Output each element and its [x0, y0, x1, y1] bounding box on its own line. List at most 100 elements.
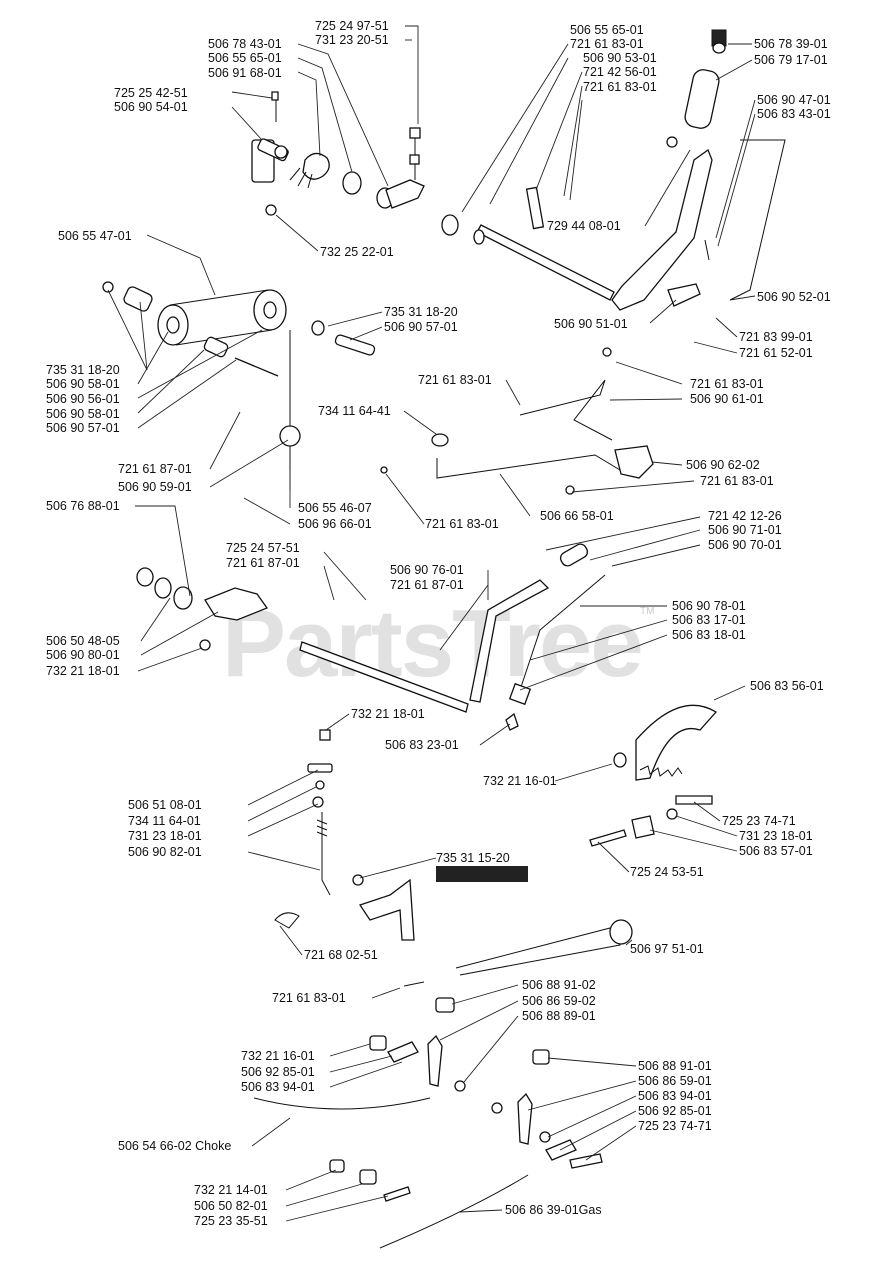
part-label: 721 61 83-01	[700, 474, 774, 488]
part-label: 506 83 57-01	[739, 844, 813, 858]
part-label: 506 90 47-01	[757, 93, 831, 107]
part-label: 506 83 43-01	[757, 107, 831, 121]
part-labels: 725 24 97-51 731 23 20-51 506 78 43-01 5…	[46, 19, 831, 1228]
sector-gear	[635, 704, 718, 781]
part-label: 506 91 68-01	[208, 66, 282, 80]
part-label: 506 66 58-01	[540, 509, 614, 523]
part-label: 506 83 23-01	[385, 738, 459, 752]
part-label: 506 88 89-01	[522, 1009, 596, 1023]
shaft	[476, 224, 615, 301]
part-label: 725 25 42-51	[114, 86, 188, 100]
part-label: 732 25 22-01	[320, 245, 394, 259]
part-label: 721 61 83-01	[418, 373, 492, 387]
part-label: 506 90 56-01	[46, 392, 120, 406]
part-label: 506 86 59-02	[522, 994, 596, 1008]
part-label: 506 90 51-01	[554, 317, 628, 331]
bracket-15	[358, 878, 415, 941]
part-label: 506 50 82-01	[194, 1199, 268, 1213]
part-label: 721 61 87-01	[390, 578, 464, 592]
part-label: 506 86 59-01	[638, 1074, 712, 1088]
part-label: 506 79 17-01	[754, 53, 828, 67]
part-label: 506 90 57-01	[46, 421, 120, 435]
part-label: 506 90 52-01	[757, 290, 831, 304]
part-label: 506 90 59-01	[118, 480, 192, 494]
part-label: 732 21 16-01	[241, 1049, 315, 1063]
part-label: 725 23 35-51	[194, 1214, 268, 1228]
part-label: 506 90 58-01	[46, 377, 120, 391]
part-label: 735 31 15-20	[436, 851, 510, 865]
part-label: 506 90 58-01	[46, 407, 120, 421]
part-label: 721 68 02-51	[304, 948, 378, 962]
part-label: 721 61 83-01	[425, 517, 499, 531]
lever-handle	[611, 148, 713, 311]
watermark-tm: TM	[640, 606, 654, 617]
part-label: 506 90 53-01	[583, 51, 657, 65]
part-label: 506 55 65-01	[208, 51, 282, 65]
part-label: 506 83 56-01	[750, 679, 824, 693]
part-label: 506 90 76-01	[390, 563, 464, 577]
throttle-knob	[609, 919, 633, 945]
part-label: 506 78 39-01	[754, 37, 828, 51]
part-label: 721 42 12-26	[708, 509, 782, 523]
part-label: 506 90 80-01	[46, 648, 120, 662]
part-label: 506 76 88-01	[46, 499, 120, 513]
part-label: 725 24 97-51	[315, 19, 389, 33]
part-label: 721 61 83-01	[272, 991, 346, 1005]
part-label: 731 23 20-51	[315, 33, 389, 47]
part-label: 725 24 57-51	[226, 541, 300, 555]
part-label: 721 61 52-01	[739, 346, 813, 360]
part-label: 725 24 53-51	[630, 865, 704, 879]
grip	[684, 69, 720, 129]
part-label: 734 11 64-41	[318, 404, 391, 418]
part-label: 721 83 99-01	[739, 330, 813, 344]
part-label: 725 23 74-71	[722, 814, 796, 828]
bracket-80	[204, 587, 269, 621]
part-label: 506 90 54-01	[114, 100, 188, 114]
obscured-label	[436, 866, 528, 882]
part-label: 506 96 66-01	[298, 517, 372, 531]
part-label: 506 78 43-01	[208, 37, 282, 51]
part-label: 732 21 18-01	[351, 707, 425, 721]
part-label: 721 61 87-01	[226, 556, 300, 570]
part-label: 721 61 83-01	[690, 377, 764, 391]
part-label: 506 55 46-07	[298, 501, 372, 515]
part-label: 506 90 61-01	[690, 392, 764, 406]
part-label: 735 31 18-20	[384, 305, 458, 319]
part-label: 506 83 94-01	[638, 1089, 712, 1103]
part-label: 731 23 18-01	[739, 829, 813, 843]
part-label: 721 61 83-01	[583, 80, 657, 94]
clevis	[385, 179, 425, 209]
rod-58	[436, 454, 621, 479]
part-label: 506 55 65-01	[570, 23, 644, 37]
part-label: 506 90 82-01	[128, 845, 202, 859]
part-label: 735 31 18-20	[46, 363, 120, 377]
plate-62	[614, 445, 654, 479]
watermark: PartsTree	[222, 590, 642, 697]
part-label: 732 21 18-01	[46, 664, 120, 678]
spring	[302, 152, 330, 180]
part-label: 506 86 39-01Gas	[505, 1203, 602, 1217]
lever-76	[469, 579, 550, 703]
part-label: 506 55 47-01	[58, 229, 132, 243]
part-label: 732 21 16-01	[483, 774, 557, 788]
part-label: 721 42 56-01	[583, 65, 657, 79]
part-label: 734 11 64-01	[128, 814, 201, 828]
part-label: 731 23 18-01	[128, 829, 202, 843]
part-label: 725 23 74-71	[638, 1119, 712, 1133]
part-label: 506 90 62-02	[686, 458, 760, 472]
part-label: 506 92 85-01	[638, 1104, 712, 1118]
rod-61	[519, 379, 613, 441]
bushing	[342, 171, 362, 195]
part-label: 721 61 87-01	[118, 462, 192, 476]
parts-artwork	[102, 29, 786, 1249]
part-label: 506 83 94-01	[241, 1080, 315, 1094]
part-label: 506 51 08-01	[128, 798, 202, 812]
part-label: 506 83 18-01	[672, 628, 746, 642]
part-label: 506 54 66-02 Choke	[118, 1139, 231, 1153]
leader-lines	[107, 25, 756, 1222]
part-label: 506 97 51-01	[630, 942, 704, 956]
part-label: 506 83 17-01	[672, 613, 746, 627]
part-label: 729 44 08-01	[547, 219, 621, 233]
part-label: 721 61 83-01	[570, 37, 644, 51]
part-label: 506 90 78-01	[672, 599, 746, 613]
